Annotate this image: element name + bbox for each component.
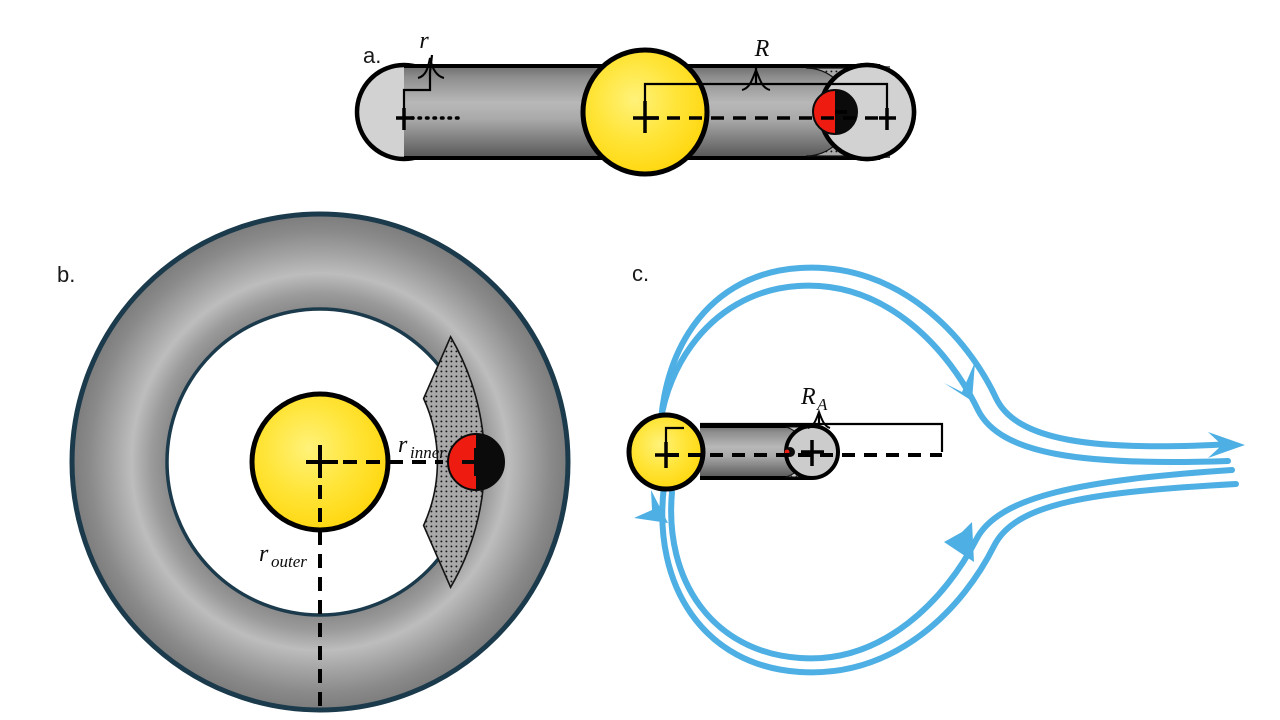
panel-c-RA-bracket-left [664, 426, 684, 455]
panel-c-RA-label: R A [800, 384, 828, 414]
panel-b-r-outer-label: r outer [259, 541, 307, 571]
svg-text:outer: outer [271, 552, 307, 571]
panel-c-flow-lower-inner [668, 467, 1235, 662]
panel-b-center-tick [306, 445, 338, 478]
svg-text:r: r [398, 432, 408, 458]
panel-a-r-bracket [402, 72, 432, 118]
panel-c-flow-upper-inner [655, 282, 1231, 466]
panel-a-R-cusp [741, 67, 771, 91]
arrowhead-right [1208, 432, 1245, 458]
panel-c-arrowheads [634, 362, 1245, 562]
panel-c: c. [626, 261, 1245, 676]
svg-text:r: r [259, 541, 269, 567]
panel-a-r-cusp [417, 57, 445, 79]
panel-a-r-label: r [419, 28, 429, 54]
panel-a: a. [354, 28, 917, 177]
panel-a-R-label: R [754, 36, 770, 62]
arrowhead-upper [944, 362, 975, 401]
panel-a-label: a. [363, 43, 381, 68]
panel-c-flow-lines [655, 264, 1239, 676]
svg-text:inner: inner [410, 443, 446, 462]
panel-b-compact-object [447, 433, 505, 491]
panel-b-label: b. [57, 262, 75, 287]
arrowhead-lower [944, 522, 974, 562]
panel-c-RA-cusp [807, 409, 831, 429]
arrowhead-left [634, 490, 668, 523]
panel-c-RA-bracket [700, 422, 944, 452]
panel-b-r-inner-label: r inner [398, 432, 446, 462]
panel-b: b. r [57, 211, 571, 713]
panel-c-label: c. [632, 261, 649, 286]
svg-text:R: R [800, 384, 816, 410]
panel-c-flow-upper-outer [657, 264, 1235, 473]
panel-c-flow-lower-outer [659, 481, 1239, 676]
panel-a-R-bracket [643, 82, 889, 118]
svg-text:A: A [816, 395, 828, 414]
